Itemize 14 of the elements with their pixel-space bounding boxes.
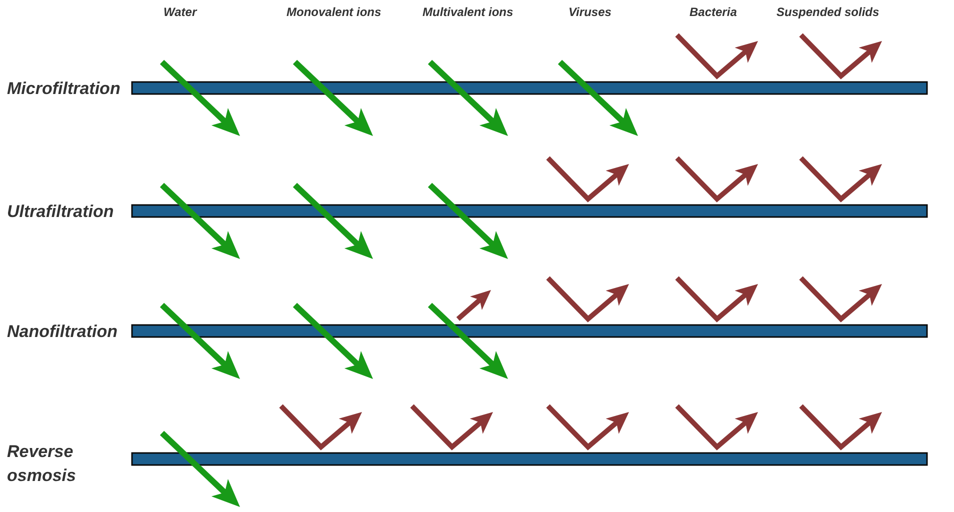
column-heading: Multivalent ions [422, 5, 514, 19]
column-heading: Viruses [568, 5, 612, 19]
row-label: Ultrafiltration [7, 201, 114, 223]
column-heading: Suspended solids [776, 5, 880, 19]
membrane-bar [131, 324, 928, 338]
column-heading: Monovalent ions [286, 5, 382, 19]
column-heading: Bacteria [690, 5, 737, 19]
row-label: Nanofiltration [7, 321, 118, 343]
membrane-bar [131, 204, 928, 218]
row-label: Reverse osmosis [7, 441, 77, 487]
membrane-bar [131, 452, 928, 466]
column-heading: Water [164, 5, 197, 19]
row-label: Microfiltration [7, 78, 120, 100]
membrane-bar [131, 81, 928, 95]
